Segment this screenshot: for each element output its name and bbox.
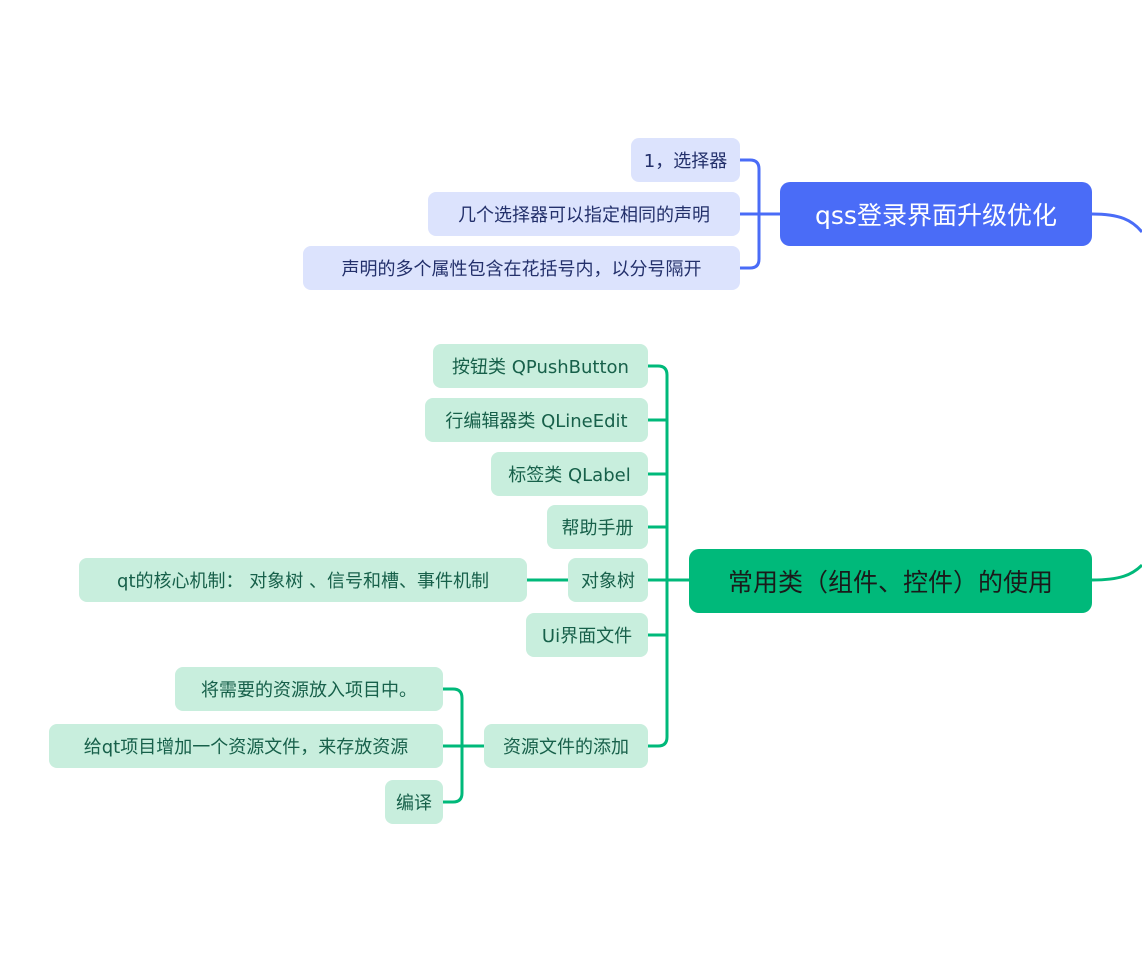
- common-child-pushbutton[interactable]: 按钮类 QPushButton: [433, 344, 648, 388]
- topic-common[interactable]: 常用类（组件、控件）的使用: [689, 549, 1092, 613]
- topic-qss[interactable]: qss登录界面升级优化: [780, 182, 1092, 246]
- resource-child-compile[interactable]: 编译: [385, 780, 443, 824]
- connector-common-spine: [648, 364, 669, 748]
- common-child-ui-file[interactable]: Ui界面文件: [526, 613, 648, 657]
- qss-child-3[interactable]: 声明的多个属性包含在花括号内，以分号隔开: [303, 246, 740, 290]
- resource-child-add-resource-file[interactable]: 给qt项目增加一个资源文件，来存放资源: [49, 724, 443, 768]
- connector-common-root: [1091, 563, 1142, 582]
- common-child-label[interactable]: 标签类 QLabel: [491, 452, 648, 496]
- common-child-resource-file[interactable]: 资源文件的添加: [484, 724, 648, 768]
- object-tree-core-mechanism[interactable]: qt的核心机制： 对象树 、信号和槽、事件机制: [79, 558, 527, 602]
- common-child-object-tree[interactable]: 对象树: [568, 558, 648, 602]
- qss-child-1[interactable]: 1，选择器: [631, 138, 740, 182]
- connector-qss-root: [1091, 212, 1142, 233]
- common-child-lineedit[interactable]: 行编辑器类 QLineEdit: [425, 398, 648, 442]
- common-child-help-manual[interactable]: 帮助手册: [547, 505, 648, 549]
- resource-child-put-into-project[interactable]: 将需要的资源放入项目中。: [175, 667, 443, 711]
- qss-child-2[interactable]: 几个选择器可以指定相同的声明: [428, 192, 740, 236]
